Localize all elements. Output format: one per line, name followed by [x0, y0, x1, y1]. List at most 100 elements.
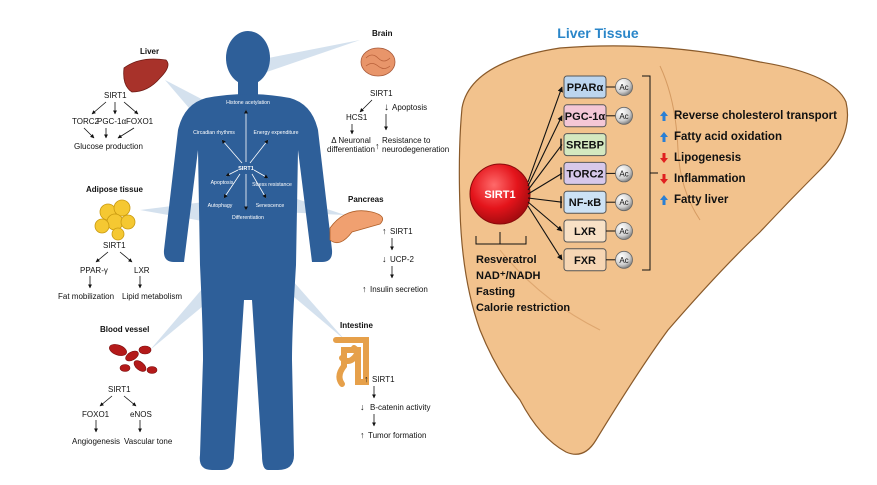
pancreas-up-arrow: ↑: [382, 226, 387, 236]
blood-vessel-panel: Blood vessel SIRT1 FOXO1 eNOS Angiogenes…: [72, 325, 173, 446]
effect-arrow-up-1: [660, 132, 668, 142]
blood-vessel-target-enos: eNOS: [130, 410, 152, 419]
ac-label-0: Ac: [619, 83, 628, 92]
liver-organ-target-foxo1: FOXO1: [126, 117, 154, 126]
intestine-down-arrow: ↓: [360, 402, 365, 412]
pancreas-panel: Pancreas ↑ SIRT1 ↓ UCP-2 ↑ Insulin secre…: [329, 195, 428, 294]
body-label-group: Histone acetylation Circadian rhythms En…: [193, 100, 299, 221]
ac-label-4: Ac: [619, 198, 628, 207]
pancreas-down-arrow: ↓: [382, 254, 387, 264]
intestine-title: Intestine: [340, 321, 373, 330]
pancreas-icon: [329, 210, 384, 244]
body-label-energy: Energy expenditure: [254, 130, 299, 136]
effect-arrow-up-4: [660, 195, 668, 205]
connector-3: [527, 172, 563, 195]
body-label-differentiation: Differentiation: [232, 215, 264, 221]
target-label-2: SREBP: [566, 140, 604, 152]
intestine-up-arrow-2: ↑: [360, 430, 365, 440]
brain-resistance: Resistance to neurodegeneration: [382, 136, 450, 154]
blood-vessel-title: Blood vessel: [100, 325, 149, 334]
effect-label-4: Fatty liver: [674, 194, 729, 206]
liver-organ-outcome: Glucose production: [74, 142, 143, 151]
body-label-stress: Stress resistance: [252, 182, 292, 188]
blood-vessel-outcome-vascular: Vascular tone: [124, 437, 173, 446]
brain-apoptosis: Apoptosis: [392, 103, 427, 112]
brain-hcs1: HCS1: [346, 113, 368, 122]
activator-resveratrol: Resveratrol: [476, 254, 537, 266]
blood-vessel-target-foxo1: FOXO1: [82, 410, 110, 419]
body-label-sirt1: SIRT1: [238, 166, 254, 172]
human-body-silhouette: [163, 31, 333, 470]
blood-vessel-sirt: SIRT1: [108, 385, 131, 394]
pancreas-sirt: SIRT1: [390, 227, 413, 236]
brain-icon: [360, 47, 396, 77]
connector-6: [527, 205, 563, 261]
liver-tissue-title: Liver Tissue: [557, 25, 639, 41]
target-label-0: PPARα: [567, 82, 604, 94]
liver-organ-sirt: SIRT1: [104, 91, 127, 100]
effect-label-1: Fatty acid oxidation: [674, 131, 782, 143]
body-label-circadian: Circadian rhythms: [193, 130, 235, 136]
target-label-6: FXR: [574, 255, 596, 267]
brain-panel: Brain SIRT1 HCS1 ↓ Apoptosis Δ Neuronal …: [327, 29, 450, 154]
ac-label-1: Ac: [619, 112, 628, 121]
ac-label-5: Ac: [619, 227, 628, 236]
ac-label-6: Ac: [619, 256, 628, 265]
intestine-icon: [333, 337, 369, 387]
target-label-1: PGC-1α: [565, 111, 606, 123]
target-label-3: TORC2: [566, 168, 603, 180]
pancreas-outcome: Insulin secretion: [370, 285, 428, 294]
liver-tissue-shape: [458, 45, 849, 455]
liver-organ-target-torc2: TORC2: [72, 117, 100, 126]
connector-2: [527, 144, 563, 191]
connector-5: [527, 201, 563, 232]
connector-1: [527, 115, 563, 187]
body-label-autophagy: Autophagy: [208, 203, 233, 209]
activator-fasting: Fasting: [476, 286, 515, 298]
adipose-target-lxr: LXR: [134, 266, 150, 275]
connector-0: [527, 86, 563, 183]
brain-up-arrow: ↑: [375, 141, 380, 151]
blood-vessel-icon: [109, 344, 158, 374]
target-box-2: [563, 133, 607, 157]
sirt1-ball-label: SIRT1: [484, 189, 515, 201]
intestine-panel: Intestine ↑ SIRT1 ↓ B-catenin activity ↑…: [333, 321, 430, 440]
pancreas-ucp2: UCP-2: [390, 255, 415, 264]
pancreas-up-arrow-2: ↑: [362, 284, 367, 294]
ac-ball-5: [615, 222, 633, 240]
connector-4: [527, 197, 563, 203]
brain-down-arrow: ↓: [384, 102, 389, 113]
adipose-sirt: SIRT1: [103, 241, 126, 250]
adipose-outcome-lipid: Lipid metabolism: [122, 292, 182, 301]
brain-neuronal: Δ Neuronal differentiation: [327, 136, 375, 154]
adipose-icon: [94, 199, 136, 241]
effect-arrow-down-2: [660, 153, 668, 163]
adipose-panel: Adipose tissue SIRT1 PPAR-γ LXR Fat mobi…: [58, 185, 182, 301]
intestine-up-arrow: ↑: [364, 374, 369, 384]
activator-list: Resveratrol NAD⁺/NADH Fasting Calorie re…: [476, 254, 570, 314]
ac-ball-6: [615, 250, 633, 269]
ac-ball-1: [615, 106, 633, 125]
ac-label-3: Ac: [619, 169, 628, 178]
body-label-apoptosis: Apoptosis: [211, 180, 234, 186]
liver-organ-icon: [123, 58, 169, 93]
liver-organ-target-pgc1a: PGC-1α: [97, 117, 126, 126]
target-label-4: NF-κB: [569, 197, 601, 209]
adipose-outcome-fat: Fat mobilization: [58, 292, 114, 301]
effect-arrow-down-3: [660, 174, 668, 184]
activator-nad: NAD⁺/NADH: [476, 270, 541, 282]
brain-sirt: SIRT1: [370, 89, 393, 98]
sirt1-ball: [469, 163, 531, 225]
brain-title: Brain: [372, 29, 393, 38]
target-label-5: LXR: [574, 226, 596, 238]
intestine-outcome: Tumor formation: [368, 431, 426, 440]
blood-vessel-outcome-angio: Angiogenesis: [72, 437, 120, 446]
pancreas-title: Pancreas: [348, 195, 384, 204]
intestine-sirt: SIRT1: [372, 375, 395, 384]
ac-ball-4: [615, 193, 633, 212]
activator-calorie: Calorie restriction: [476, 302, 570, 314]
liver-organ-panel: Liver SIRT1 TORC2 PGC-1α FOXO1 Glucose p…: [72, 47, 169, 151]
liver-organ-title: Liver: [140, 47, 159, 56]
